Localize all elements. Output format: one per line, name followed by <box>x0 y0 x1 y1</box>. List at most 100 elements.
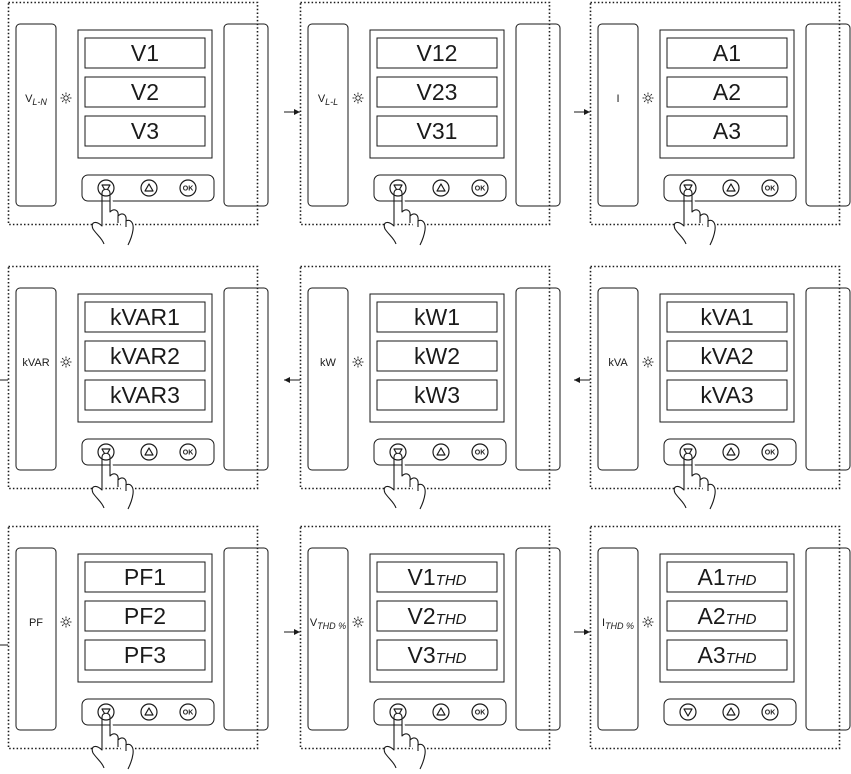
value-main: kVA2 <box>700 343 753 369</box>
value-suffix: THD <box>726 611 757 628</box>
parameter-label-subscript: L-N <box>32 97 47 107</box>
down-button[interactable] <box>680 444 696 460</box>
up-button[interactable] <box>433 704 449 720</box>
right-slot <box>224 24 268 206</box>
value-text: kVAR1 <box>110 304 180 330</box>
up-button-ring[interactable] <box>433 444 449 460</box>
down-button-ring[interactable] <box>98 704 114 720</box>
value-main: A2 <box>698 603 726 629</box>
value-main: A3 <box>698 642 726 668</box>
flow-arrow <box>284 377 300 383</box>
value-main: kW2 <box>414 343 460 369</box>
down-button-ring[interactable] <box>390 180 406 196</box>
parameter-label: ITHD % <box>602 617 634 631</box>
ok-button[interactable]: OK <box>762 704 778 720</box>
backlight-icon <box>643 357 654 368</box>
ok-button[interactable]: OK <box>180 180 196 196</box>
up-button-ring[interactable] <box>723 180 739 196</box>
value-text: V1 <box>131 40 159 66</box>
value-text: kVAR2 <box>110 343 180 369</box>
down-button[interactable] <box>98 704 114 720</box>
ok-button[interactable]: OK <box>472 704 488 720</box>
value-text: V2THD <box>408 603 467 629</box>
down-button[interactable] <box>98 444 114 460</box>
backlight-ray <box>644 624 645 625</box>
ok-button[interactable]: OK <box>180 444 196 460</box>
up-button-ring[interactable] <box>141 444 157 460</box>
ok-button[interactable]: OK <box>472 444 488 460</box>
value-text: A1THD <box>698 564 757 590</box>
left-slot <box>16 548 56 730</box>
up-button[interactable] <box>433 180 449 196</box>
backlight-ray <box>644 100 645 101</box>
ok-button[interactable]: OK <box>762 180 778 196</box>
ok-button-label[interactable]: OK <box>765 186 776 193</box>
up-button-ring[interactable] <box>433 704 449 720</box>
up-button-ring[interactable] <box>141 704 157 720</box>
ok-button[interactable]: OK <box>472 180 488 196</box>
up-button-ring[interactable] <box>433 180 449 196</box>
pointing-hand-icon <box>384 713 425 769</box>
left-slot <box>308 24 348 206</box>
ok-button-label[interactable]: OK <box>183 186 194 193</box>
backlight-ray <box>360 624 361 625</box>
panel-frame <box>301 3 550 225</box>
ok-button-label[interactable]: OK <box>765 450 776 457</box>
down-button-ring[interactable] <box>680 704 696 720</box>
up-button-ring[interactable] <box>141 180 157 196</box>
up-button[interactable] <box>723 704 739 720</box>
up-button[interactable] <box>433 444 449 460</box>
parameter-label: VTHD % <box>310 617 346 631</box>
panel-frame <box>9 267 258 489</box>
value-text: A2THD <box>698 603 757 629</box>
down-button[interactable] <box>680 180 696 196</box>
left-slot <box>308 288 348 470</box>
backlight-ray <box>650 358 651 359</box>
value-main: V23 <box>417 79 458 105</box>
ok-button-label[interactable]: OK <box>475 450 486 457</box>
down-button-ring[interactable] <box>98 180 114 196</box>
up-button[interactable] <box>141 180 157 196</box>
down-button[interactable] <box>390 180 406 196</box>
backlight-ray <box>650 618 651 619</box>
up-button[interactable] <box>723 444 739 460</box>
down-button[interactable] <box>98 180 114 196</box>
up-button[interactable] <box>723 180 739 196</box>
ok-button-label[interactable]: OK <box>475 186 486 193</box>
backlight-ray <box>354 358 355 359</box>
up-button-ring[interactable] <box>723 704 739 720</box>
ok-button-label[interactable]: OK <box>475 710 486 717</box>
down-button[interactable] <box>680 704 696 720</box>
backlight-core <box>64 360 68 364</box>
value-suffix: THD <box>726 572 757 589</box>
ok-button-label[interactable]: OK <box>183 710 194 717</box>
ok-button[interactable]: OK <box>762 444 778 460</box>
down-button[interactable] <box>390 444 406 460</box>
backlight-ray <box>62 624 63 625</box>
ok-button-label[interactable]: OK <box>765 710 776 717</box>
value-main: V3 <box>131 118 159 144</box>
flow-arrow <box>284 109 300 115</box>
pointing-hand-icon <box>384 453 425 509</box>
ok-button-label[interactable]: OK <box>183 450 194 457</box>
down-button-ring[interactable] <box>390 704 406 720</box>
backlight-icon <box>61 93 72 104</box>
down-button[interactable] <box>390 704 406 720</box>
down-button-ring[interactable] <box>98 444 114 460</box>
backlight-core <box>356 360 360 364</box>
value-main: kVAR2 <box>110 343 180 369</box>
down-button-ring[interactable] <box>390 444 406 460</box>
value-main: V1 <box>131 40 159 66</box>
up-button[interactable] <box>141 444 157 460</box>
value-text: V31 <box>417 118 458 144</box>
value-text: A2 <box>713 79 741 105</box>
up-button-ring[interactable] <box>723 444 739 460</box>
ok-button[interactable]: OK <box>180 704 196 720</box>
down-button-ring[interactable] <box>680 444 696 460</box>
parameter-label-subscript: THD % <box>317 621 346 631</box>
up-button[interactable] <box>141 704 157 720</box>
value-main: A2 <box>713 79 741 105</box>
value-main: kVAR1 <box>110 304 180 330</box>
down-button-ring[interactable] <box>680 180 696 196</box>
